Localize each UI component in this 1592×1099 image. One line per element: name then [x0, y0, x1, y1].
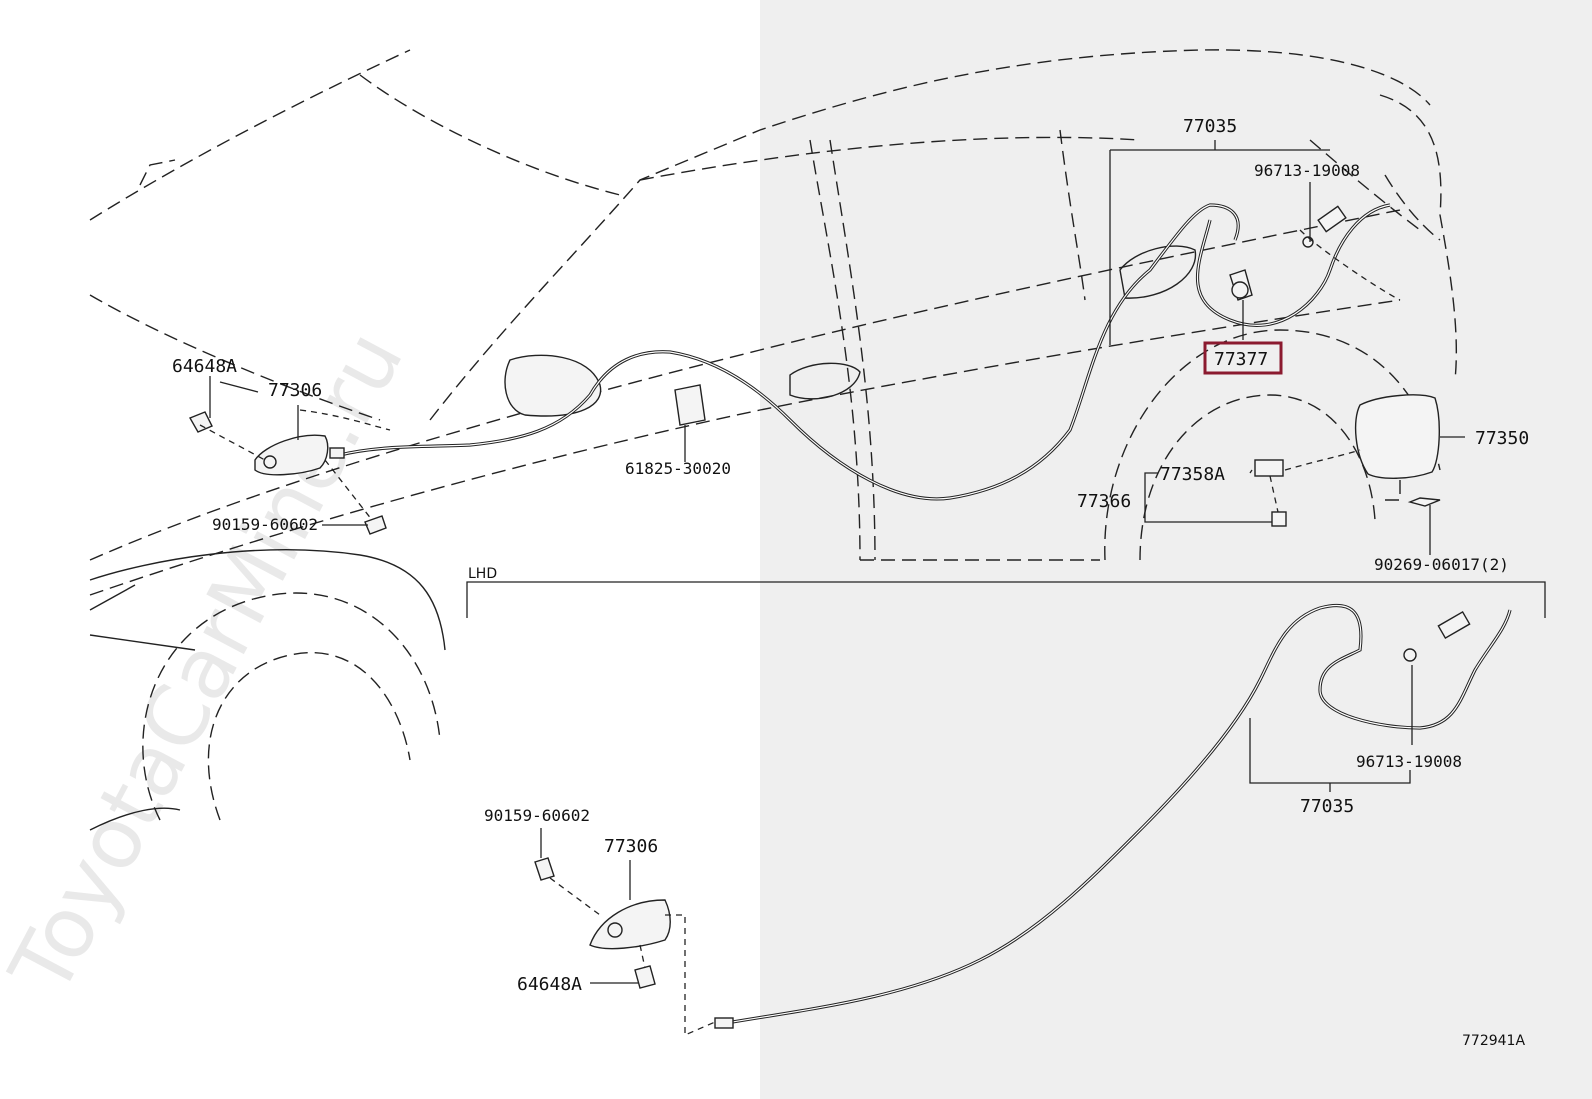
label-61825: 61825-30020: [625, 459, 731, 478]
label-96713-top: 96713-19008: [1254, 161, 1360, 180]
leader-lines-top: [209, 140, 1465, 555]
label-90159-bottom: 90159-60602: [484, 806, 590, 825]
lhd-section-bracket: [466, 581, 1546, 618]
fuel-lid-door: [1354, 394, 1440, 479]
fuel-lid-cable-top: [329, 203, 1391, 501]
part-labels: 64648A 77306 90159-60602 61825-30020 770…: [172, 116, 1529, 995]
label-96713-bottom: 96713-19008: [1356, 752, 1462, 771]
label-77306-bottom: 77306: [604, 836, 658, 857]
label-64648a-bottom: 64648A: [517, 974, 582, 995]
highlight-box-77377: [1203, 341, 1283, 375]
spring-77358a: [1254, 459, 1284, 477]
leader-lines-bottom: [540, 665, 1413, 984]
label-90269: 90269-06017(2): [1374, 555, 1509, 574]
pad-61825: [674, 384, 706, 426]
cushion-77366: [1271, 511, 1287, 527]
fuel-lid-cable-bottom: [714, 603, 1512, 1029]
figure-code: 772941A: [1462, 1033, 1525, 1049]
label-64648a-top: 64648A: [172, 356, 237, 377]
watermark-text: ToyotaCarMine.ru: [0, 315, 422, 1010]
opener-lever-bottom: [534, 857, 671, 989]
section-label-lhd: LHD: [468, 566, 497, 582]
label-77377: 77377: [1214, 349, 1268, 370]
label-77306-top: 77306: [268, 380, 322, 401]
lid-lock-socket: [1229, 269, 1253, 301]
label-77366: 77366: [1077, 491, 1131, 512]
label-77358a: 77358A: [1160, 464, 1225, 485]
label-77350: 77350: [1475, 428, 1529, 449]
opener-lever-top: [188, 411, 387, 535]
car-body-outline: [89, 49, 1457, 831]
label-77035-top: 77035: [1183, 116, 1237, 137]
shaded-panel-background: [760, 0, 1592, 1099]
label-77035-bottom: 77035: [1300, 796, 1354, 817]
label-90159-top: 90159-60602: [212, 515, 318, 534]
